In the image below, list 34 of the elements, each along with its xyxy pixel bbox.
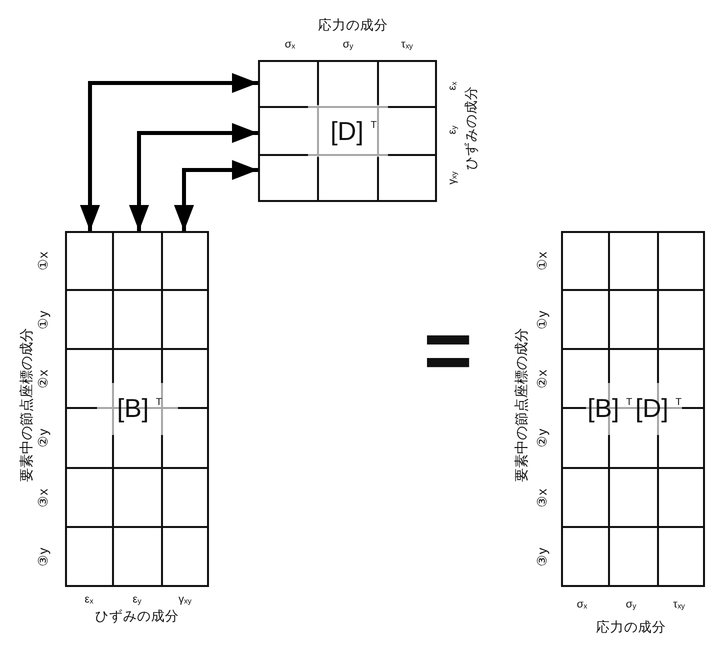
- row-header: ②x: [536, 370, 548, 388]
- row-header: ③x: [536, 488, 548, 508]
- row-header: ③y: [536, 548, 548, 566]
- matrix-label: [B]$^{T}$: [117, 395, 163, 421]
- arrow: [80, 73, 258, 231]
- row-header: ①y: [36, 310, 50, 330]
- row-header: ③x: [36, 488, 50, 508]
- row-header: ①x: [36, 252, 50, 270]
- axis-title: ひずみの成分: [95, 609, 179, 623]
- arrow: [174, 160, 258, 231]
- row-header: ③y: [36, 548, 50, 566]
- column-header: ε$_{y}$: [132, 594, 142, 606]
- column-header: γ$_{xy}$: [178, 594, 192, 606]
- column-header: τ$_{xy}$: [401, 40, 413, 50]
- row-header: ②y: [536, 428, 548, 448]
- row-header: ①x: [536, 252, 548, 270]
- equals-sign: =: [423, 335, 473, 365]
- row-header: ②y: [36, 428, 50, 448]
- arrow: [129, 123, 258, 231]
- matrix-label: [B]$^{T}$[D]$^{T}$: [587, 395, 683, 421]
- axis-title: 要素中の節点座標の成分: [19, 328, 33, 482]
- matrix-label: [D]$^{T}$: [330, 118, 378, 144]
- column-header: ε$_{x}$: [84, 594, 94, 606]
- column-header: σ$_{y}$: [626, 600, 636, 610]
- column-header: σ$_{x}$: [576, 600, 588, 610]
- column-header: σ$_{y}$: [342, 40, 354, 50]
- axis-title: 要素中の節点座標の成分: [514, 328, 528, 482]
- axis-title: ひずみの成分: [464, 86, 478, 170]
- column-header: τ$_{xy}$: [673, 600, 685, 610]
- column-header: σ$_{x}$: [284, 40, 296, 50]
- axis-title: 応力の成分: [318, 18, 388, 32]
- row-header: ②x: [36, 370, 50, 388]
- axis-title: 応力の成分: [596, 620, 666, 634]
- row-header: ①y: [536, 310, 548, 330]
